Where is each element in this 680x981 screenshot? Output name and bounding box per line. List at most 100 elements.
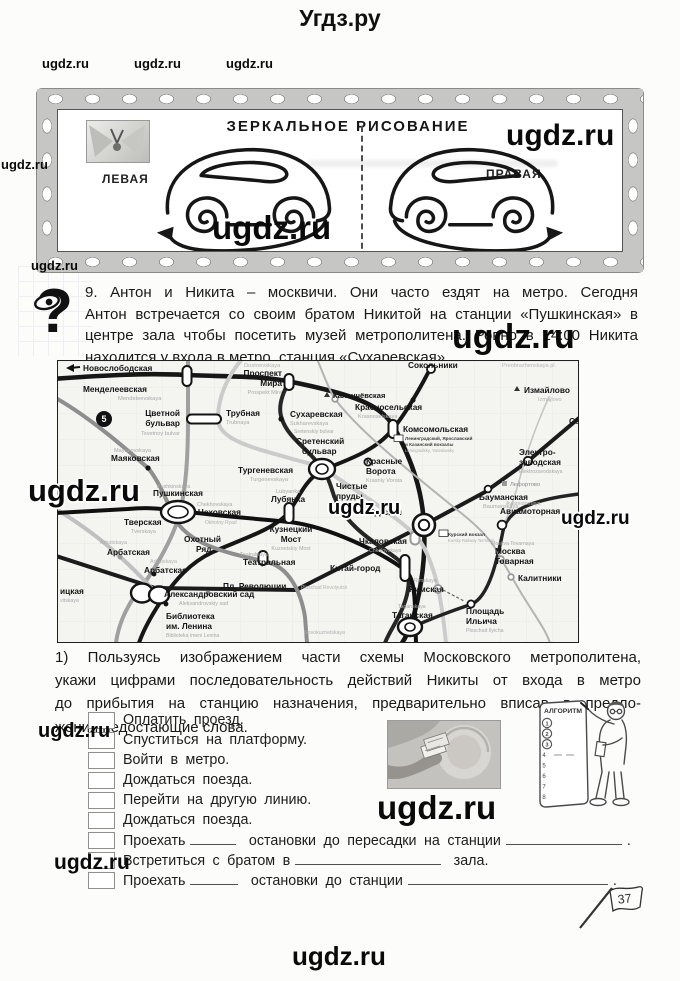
watermark: ugdz.ru (377, 789, 497, 826)
checklist-row: Оплатить проезд. (88, 710, 653, 730)
checklist-item-text: Спуститься на платформу. (123, 732, 308, 748)
watermark: ugdz.ru (42, 56, 89, 71)
answer-checkbox[interactable] (88, 731, 115, 749)
station-circle (483, 484, 493, 494)
photo-shapes (388, 721, 500, 788)
site-title: Угдз.ру (299, 5, 381, 31)
answer-blank[interactable] (190, 831, 237, 845)
station-circle (363, 457, 373, 467)
station-label: Курский вокзал (448, 531, 485, 538)
station-label: Сухаревская (290, 409, 343, 419)
answer-blank[interactable] (407, 871, 608, 885)
station-label: Aviamotornaya (506, 501, 541, 507)
checklist-row: Проехать остановки до пересадки на станц… (88, 830, 653, 850)
suburban-marker-icon (324, 392, 330, 397)
station-label: Chkalovskaya (369, 548, 401, 554)
watermark: ugdz.ru (1, 157, 48, 172)
station-label: vitskaya (60, 598, 79, 604)
answer-checkbox[interactable] (88, 811, 115, 829)
answer-checkbox[interactable] (88, 771, 115, 789)
watermark: ugdz.ru (506, 119, 615, 152)
svg-text:2: 2 (545, 732, 548, 738)
station-label: Elektrozavodskaya (519, 469, 563, 475)
task9-line: Антон встречается со своим братом Никито… (85, 305, 638, 323)
station-label: Turgenevskaya (250, 477, 289, 483)
svg-text:4: 4 (542, 753, 546, 759)
station-label: Leningradsky, Yaroslavsky (405, 448, 455, 453)
station-label: ицкая (60, 586, 84, 596)
station-dot (145, 465, 151, 471)
poster (539, 700, 589, 808)
station-dot (205, 590, 211, 596)
station-label: Izmajlovo (538, 397, 562, 403)
station-label: Измайлово (524, 385, 570, 395)
poster-title: АЛГОРИТМ (544, 708, 582, 715)
metro-map-svg: 5НовослободскаяМенделеевскаяMendeleevska… (58, 361, 578, 642)
railway-terminal-icon (393, 434, 404, 442)
checklist-item-text: Оплатить проезд. (123, 712, 244, 728)
interchange-capsule (181, 365, 193, 387)
answer-blank[interactable] (190, 871, 239, 885)
station-label: Лефортово (510, 482, 540, 488)
photo-shapes (89, 125, 145, 157)
station-label: Калитники (518, 573, 562, 583)
station-label: Тверская (124, 517, 162, 527)
station-label: Prospekt Mira (247, 390, 282, 396)
station-label: Пушкинская (153, 488, 203, 498)
station-dot (117, 554, 123, 560)
answer-checkbox[interactable] (88, 851, 115, 869)
station-label: Rimskaya (414, 578, 437, 584)
station-label: Chisty Prudy (336, 503, 367, 509)
station-label: Moskva Tovarnaya (491, 541, 534, 547)
station-label: Проспект (244, 368, 282, 378)
station-label: Римская (409, 584, 444, 594)
left-hand-label: ЛЕВАЯ (102, 172, 149, 186)
station-label: Tverskaya (131, 529, 156, 535)
checklist-item-text: Проехать остановки до пересадки на станц… (123, 831, 631, 849)
station-label: Бауманская (479, 492, 528, 502)
mirror-box-title: ЗЕРКАЛЬНОЕ РИСОВАНИЕ (226, 118, 470, 135)
station-label: Москва (495, 546, 526, 556)
station-label: Taganskaya (398, 604, 426, 610)
answer-checkbox[interactable] (88, 791, 115, 809)
checklist-item-text: Перейти на другую линию. (123, 792, 312, 808)
checklist-item-text: Встретиться с братом в зала. (123, 851, 489, 869)
station-label: Лубянка (271, 494, 305, 504)
station-label: Мира (260, 378, 282, 388)
answer-checkbox[interactable] (88, 871, 115, 889)
station-label: Се (569, 416, 578, 426)
station-label: Охотный (184, 534, 221, 544)
answer-blank[interactable] (505, 831, 622, 845)
page-number-flag: 37 (579, 886, 644, 929)
station-label: Мост (281, 534, 302, 544)
station-label: Ильича (466, 616, 497, 626)
watermark: ugdz.ru (38, 720, 111, 742)
metro-line (502, 396, 550, 527)
station-label: Preobrazhenskaya pl. (502, 363, 557, 369)
station-label: Ploschad Ilyicha (466, 628, 504, 634)
checklist-row: Проехать остановки до станции. (88, 870, 653, 890)
station-label: Чеховская (198, 507, 241, 517)
mirror-drawing-area: ЗЕРКАЛЬНОЕ РИСОВАНИЕ ЛЕВАЯ ПРАВАЯ (57, 109, 623, 252)
answer-checkbox[interactable] (88, 751, 115, 769)
watermark: ugdz.ru (54, 851, 130, 874)
interchange-capsule (186, 413, 222, 425)
station-label: пруды (336, 491, 363, 501)
interchange-capsule (387, 419, 399, 439)
station-label: Dostoevskaya (244, 363, 281, 369)
station-label: Biblioteka imeni Lenina (166, 633, 219, 639)
oval-border-top (37, 89, 643, 109)
answer-checkbox[interactable] (88, 711, 115, 729)
station-label: Тургеневская (238, 465, 293, 475)
boy-figure (580, 701, 630, 807)
station-label: Кузнецкий (270, 524, 313, 534)
station-label: заводская (519, 457, 561, 467)
station-label: Авиамоторная (500, 506, 560, 516)
station-label: бульвар (302, 446, 337, 456)
interchange-capsule (283, 373, 295, 391)
task1-line: укажи цифрами последовательность действи… (55, 672, 641, 690)
answer-checkbox[interactable] (88, 831, 115, 849)
answer-blank[interactable] (295, 851, 442, 865)
